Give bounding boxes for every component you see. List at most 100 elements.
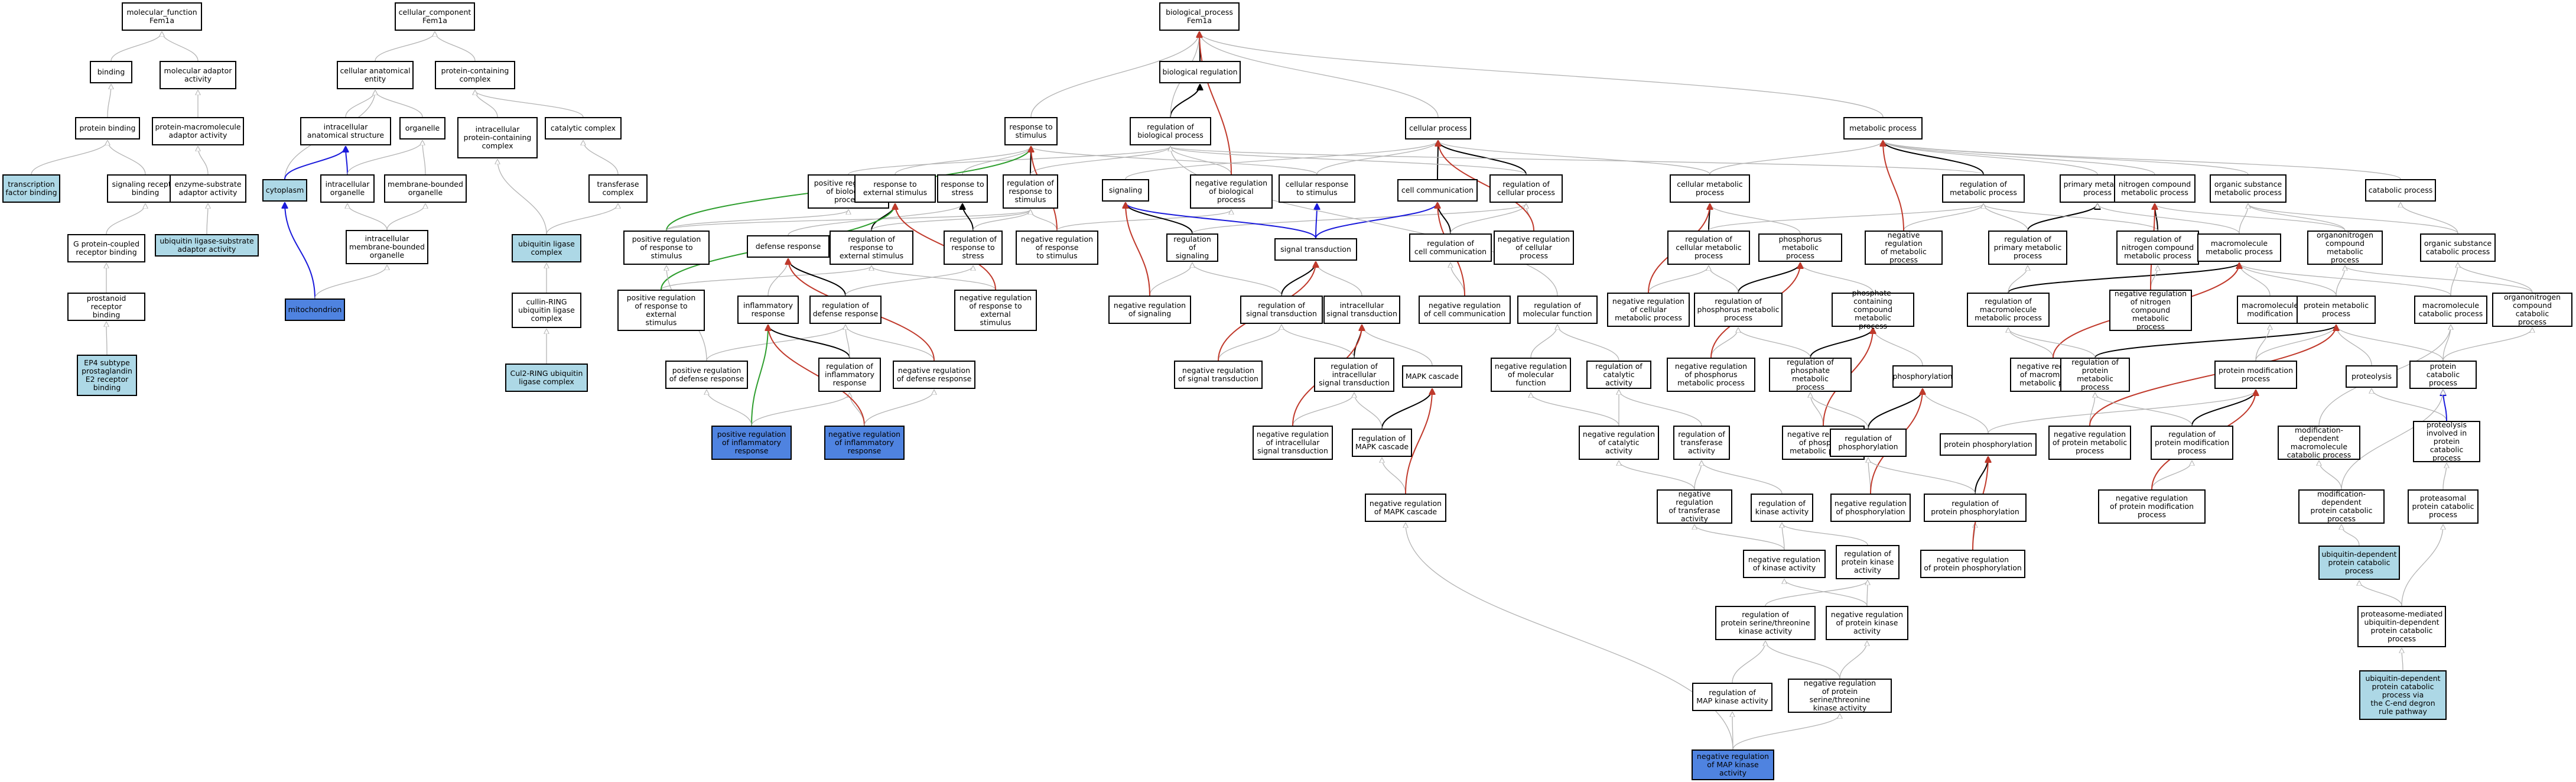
go-term-reg-protein-phosphorylation[interactable]: regulation of protein phosphorylation bbox=[1924, 494, 2027, 522]
go-term-signaling[interactable]: signaling bbox=[1102, 179, 1149, 202]
go-term-cell-comm[interactable]: cell communication bbox=[1397, 179, 1478, 202]
go-term-resp-ext-stim[interactable]: response to external stimulus bbox=[854, 174, 936, 203]
go-term-metabolic-process[interactable]: metabolic process bbox=[1843, 117, 1923, 139]
go-term-pos-reg-resp-stim[interactable]: positive regulation of response to stimu… bbox=[623, 231, 710, 265]
go-term-intracell-mem-organelle[interactable]: intracellular membrane-bounded organelle bbox=[346, 230, 428, 264]
go-term-reg-phosphorylation[interactable]: regulation of phosphorylation bbox=[1830, 429, 1907, 457]
go-term-intracell-prot-complex[interactable]: intracellular protein-containing complex bbox=[457, 117, 538, 158]
go-term-proteasomal-catab[interactable]: proteasomal protein catabolic process bbox=[2408, 489, 2479, 524]
go-term-reg-n-compound[interactable]: regulation of nitrogen compound metaboli… bbox=[2116, 231, 2199, 265]
go-term-pos-reg-defense[interactable]: positive regulation of defense response bbox=[665, 361, 748, 389]
go-term-reg-defense[interactable]: regulation of defense response bbox=[809, 296, 882, 324]
go-term-neg-reg-intracell-signal[interactable]: negative regulation of intracellular sig… bbox=[1253, 426, 1333, 460]
go-term-neg-reg-cell-comm[interactable]: negative regulation of cell communicatio… bbox=[1419, 296, 1511, 324]
go-term-catalytic-complex[interactable]: catalytic complex bbox=[545, 117, 622, 139]
go-term-neg-reg-ser-thr-kinase[interactable]: negative regulation of protein serine/th… bbox=[1788, 679, 1892, 713]
go-term-protein-phosphorylation[interactable]: protein phosphorylation bbox=[1940, 433, 2037, 456]
go-term-neg-reg-mol-func[interactable]: negative regulation of molecular functio… bbox=[1491, 358, 1571, 392]
go-term-resp-stress[interactable]: response to stress bbox=[937, 174, 988, 203]
go-term-reg-protein-mod[interactable]: regulation of protein modification proce… bbox=[2151, 426, 2233, 460]
go-term-n-compound-metab[interactable]: nitrogen compound metabolic process bbox=[2114, 174, 2196, 203]
go-term-reg-phosphorus[interactable]: regulation of phosphorus metabolic proce… bbox=[1694, 293, 1783, 327]
go-term-reg-kinase[interactable]: regulation of kinase activity bbox=[1751, 494, 1813, 522]
go-term-protein-metab[interactable]: protein metabolic process bbox=[2297, 296, 2376, 324]
go-term-mapk-cascade[interactable]: MAPK cascade bbox=[1402, 365, 1462, 388]
go-term-prostanoid-binding[interactable]: prostanoid receptor binding bbox=[67, 293, 145, 321]
go-term-reg-inflam[interactable]: regulation of inflammatory response bbox=[818, 358, 881, 392]
go-term-bio-reg[interactable]: biological regulation bbox=[1159, 61, 1241, 83]
go-term-neg-reg-transferase[interactable]: negative regulation of transferase activ… bbox=[1657, 489, 1732, 524]
go-term-neg-reg-catalytic[interactable]: negative regulation of catalytic activit… bbox=[1579, 426, 1659, 460]
go-term-signal-trans[interactable]: signal transduction bbox=[1274, 238, 1357, 261]
go-term-macromolecule-metab[interactable]: macromolecule metabolic process bbox=[2197, 233, 2281, 262]
go-term-gpcr-binding[interactable]: G protein-coupled receptor binding bbox=[67, 234, 145, 262]
go-term-enz-sub-adaptor[interactable]: enzyme-substrate adaptor activity bbox=[170, 174, 246, 203]
go-term-intracell-organelle[interactable]: intracellular organelle bbox=[320, 174, 375, 203]
go-term-reg-ser-thr-kinase[interactable]: regulation of protein serine/threonine k… bbox=[1715, 606, 1816, 640]
go-term-phosphorylation[interactable]: phosphorylation bbox=[1892, 365, 1953, 388]
go-term-ep4-binding[interactable]: EP4 subtype prostaglandin E2 receptor bi… bbox=[77, 355, 137, 396]
go-term-ubiq-cend-degron[interactable]: ubiquitin-dependent protein catabolic pr… bbox=[2359, 670, 2447, 720]
go-term-reg-resp-ext[interactable]: regulation of response to external stimu… bbox=[830, 231, 913, 265]
go-term-mf-root[interactable]: molecular_function Fem1a bbox=[122, 2, 202, 31]
go-term-reg-map-kinase[interactable]: regulation of MAP kinase activity bbox=[1692, 683, 1772, 711]
go-term-binding[interactable]: binding bbox=[90, 61, 132, 83]
go-term-protein-binding[interactable]: protein binding bbox=[75, 117, 140, 139]
go-term-protein-catab[interactable]: protein catabolic process bbox=[2409, 361, 2477, 389]
go-term-neg-reg-cell-metab[interactable]: negative regulation of cellular metaboli… bbox=[1607, 293, 1690, 327]
go-term-neg-reg-phosphorylation[interactable]: negative regulation of phosphorylation bbox=[1830, 494, 1911, 522]
go-term-reg-metab[interactable]: regulation of metabolic process bbox=[1942, 174, 2025, 203]
go-term-reg-signal-trans[interactable]: regulation of signal transduction bbox=[1240, 296, 1323, 324]
go-term-proteolysis-catab[interactable]: proteolysis involved in protein cataboli… bbox=[2413, 421, 2480, 462]
go-term-reg-signaling[interactable]: regulation of signaling bbox=[1166, 233, 1218, 262]
go-term-reg-mapk[interactable]: regulation of MAPK cascade bbox=[1352, 429, 1412, 457]
go-term-reg-resp-stim[interactable]: regulation of response to stimulus bbox=[1003, 174, 1058, 209]
go-term-proteasome-catab[interactable]: proteasome-mediated ubiquitin-dependent … bbox=[2357, 606, 2446, 647]
go-term-organonitrogen-metab[interactable]: organonitrogen compound metabolic proces… bbox=[2307, 231, 2383, 265]
go-term-prot-complex[interactable]: protein-containing complex bbox=[435, 61, 515, 89]
go-term-cc-root[interactable]: cellular_component Fem1a bbox=[395, 2, 475, 31]
go-term-neg-reg-mapk[interactable]: negative regulation of MAPK cascade bbox=[1365, 494, 1446, 522]
go-term-neg-reg-inflam[interactable]: negative regulation of inflammatory resp… bbox=[824, 426, 905, 460]
go-term-reg-transferase[interactable]: regulation of transferase activity bbox=[1673, 426, 1730, 460]
go-term-ubl-complex[interactable]: ubiquitin ligase complex bbox=[512, 234, 581, 262]
go-term-reg-resp-stress[interactable]: regulation of response to stress bbox=[944, 231, 1003, 265]
go-term-membrane-organelle[interactable]: membrane-bounded organelle bbox=[384, 174, 467, 203]
go-term-cell-anat-entity[interactable]: cellular anatomical entity bbox=[337, 61, 414, 89]
go-term-reg-catalytic[interactable]: regulation of catalytic activity bbox=[1586, 361, 1651, 389]
go-term-organonitrogen-catab[interactable]: organonitrogen compound catabolic proces… bbox=[2492, 293, 2572, 327]
go-term-cul2-complex[interactable]: Cul2-RING ubiquitin ligase complex bbox=[505, 364, 588, 392]
go-term-ubl-sub-adaptor[interactable]: ubiquitin ligase-substrate adaptor activ… bbox=[155, 234, 259, 257]
go-term-bp-root[interactable]: biological_process Fem1a bbox=[1159, 2, 1240, 31]
go-term-prot-macro-adaptor[interactable]: protein-macromolecule adaptor activity bbox=[152, 117, 244, 145]
go-term-pos-reg-inflam[interactable]: positive regulation of inflammatory resp… bbox=[711, 426, 792, 460]
go-term-neg-reg-signal-trans[interactable]: negative regulation of signal transducti… bbox=[1174, 361, 1263, 389]
go-term-pos-reg-resp-ext[interactable]: positive regulation of response to exter… bbox=[617, 290, 705, 331]
go-term-catabolic[interactable]: catabolic process bbox=[2365, 179, 2436, 202]
go-term-cell-resp-stim[interactable]: cellular response to stimulus bbox=[1279, 174, 1355, 203]
go-term-neg-reg-phosphorus[interactable]: negative regulation of phosphorus metabo… bbox=[1667, 358, 1755, 392]
go-term-neg-reg-protein-phosphorylation[interactable]: negative regulation of protein phosphory… bbox=[1920, 550, 2025, 578]
go-term-reg-cell-metab[interactable]: regulation of cellular metabolic process bbox=[1667, 231, 1750, 265]
go-term-cytoplasm[interactable]: cytoplasm bbox=[262, 179, 307, 202]
go-term-cullin-complex[interactable]: cullin-RING ubiquitin ligase complex bbox=[512, 293, 581, 328]
go-term-cell-metab[interactable]: cellular metabolic process bbox=[1670, 174, 1750, 203]
go-term-neg-reg-defense[interactable]: negative regulation of defense response bbox=[893, 361, 975, 389]
go-term-neg-reg-kinase[interactable]: negative regulation of kinase activity bbox=[1743, 550, 1826, 578]
go-term-reg-intracell-signal[interactable]: regulation of intracellular signal trans… bbox=[1314, 358, 1394, 392]
go-term-neg-reg-protein-metab[interactable]: negative regulation of protein metabolic… bbox=[2048, 426, 2131, 460]
go-term-neg-reg-map-kinase[interactable]: negative regulation of MAP kinase activi… bbox=[1692, 749, 1774, 780]
go-term-neg-reg-resp-ext[interactable]: negative regulation of response to exter… bbox=[954, 290, 1037, 331]
go-term-reg-cell-comm[interactable]: regulation of cell communication bbox=[1409, 233, 1492, 262]
go-term-tf-binding[interactable]: transcription factor binding bbox=[2, 174, 60, 203]
go-term-reg-bio-proc[interactable]: regulation of biological process bbox=[1130, 117, 1211, 145]
go-term-macro-mod[interactable]: macromolecule modification bbox=[2237, 296, 2303, 324]
go-term-reg-macro-metab[interactable]: regulation of macromolecule metabolic pr… bbox=[1967, 293, 2050, 327]
go-term-neg-reg-metab[interactable]: negative regulation of metabolic process bbox=[1865, 231, 1943, 265]
go-term-defense-resp[interactable]: defense response bbox=[747, 235, 830, 258]
go-term-reg-mol-func[interactable]: regulation of molecular function bbox=[1517, 296, 1598, 324]
go-term-mitochondrion[interactable]: mitochondrion bbox=[285, 298, 345, 321]
go-term-phosphorus-metab[interactable]: phosphorus metabolic process bbox=[1758, 233, 1842, 262]
go-term-neg-reg-protein-kinase[interactable]: negative regulation of protein kinase ac… bbox=[1826, 606, 1908, 640]
go-term-phosphate-metab[interactable]: phosphate-containing compound metabolic … bbox=[1832, 289, 1914, 330]
